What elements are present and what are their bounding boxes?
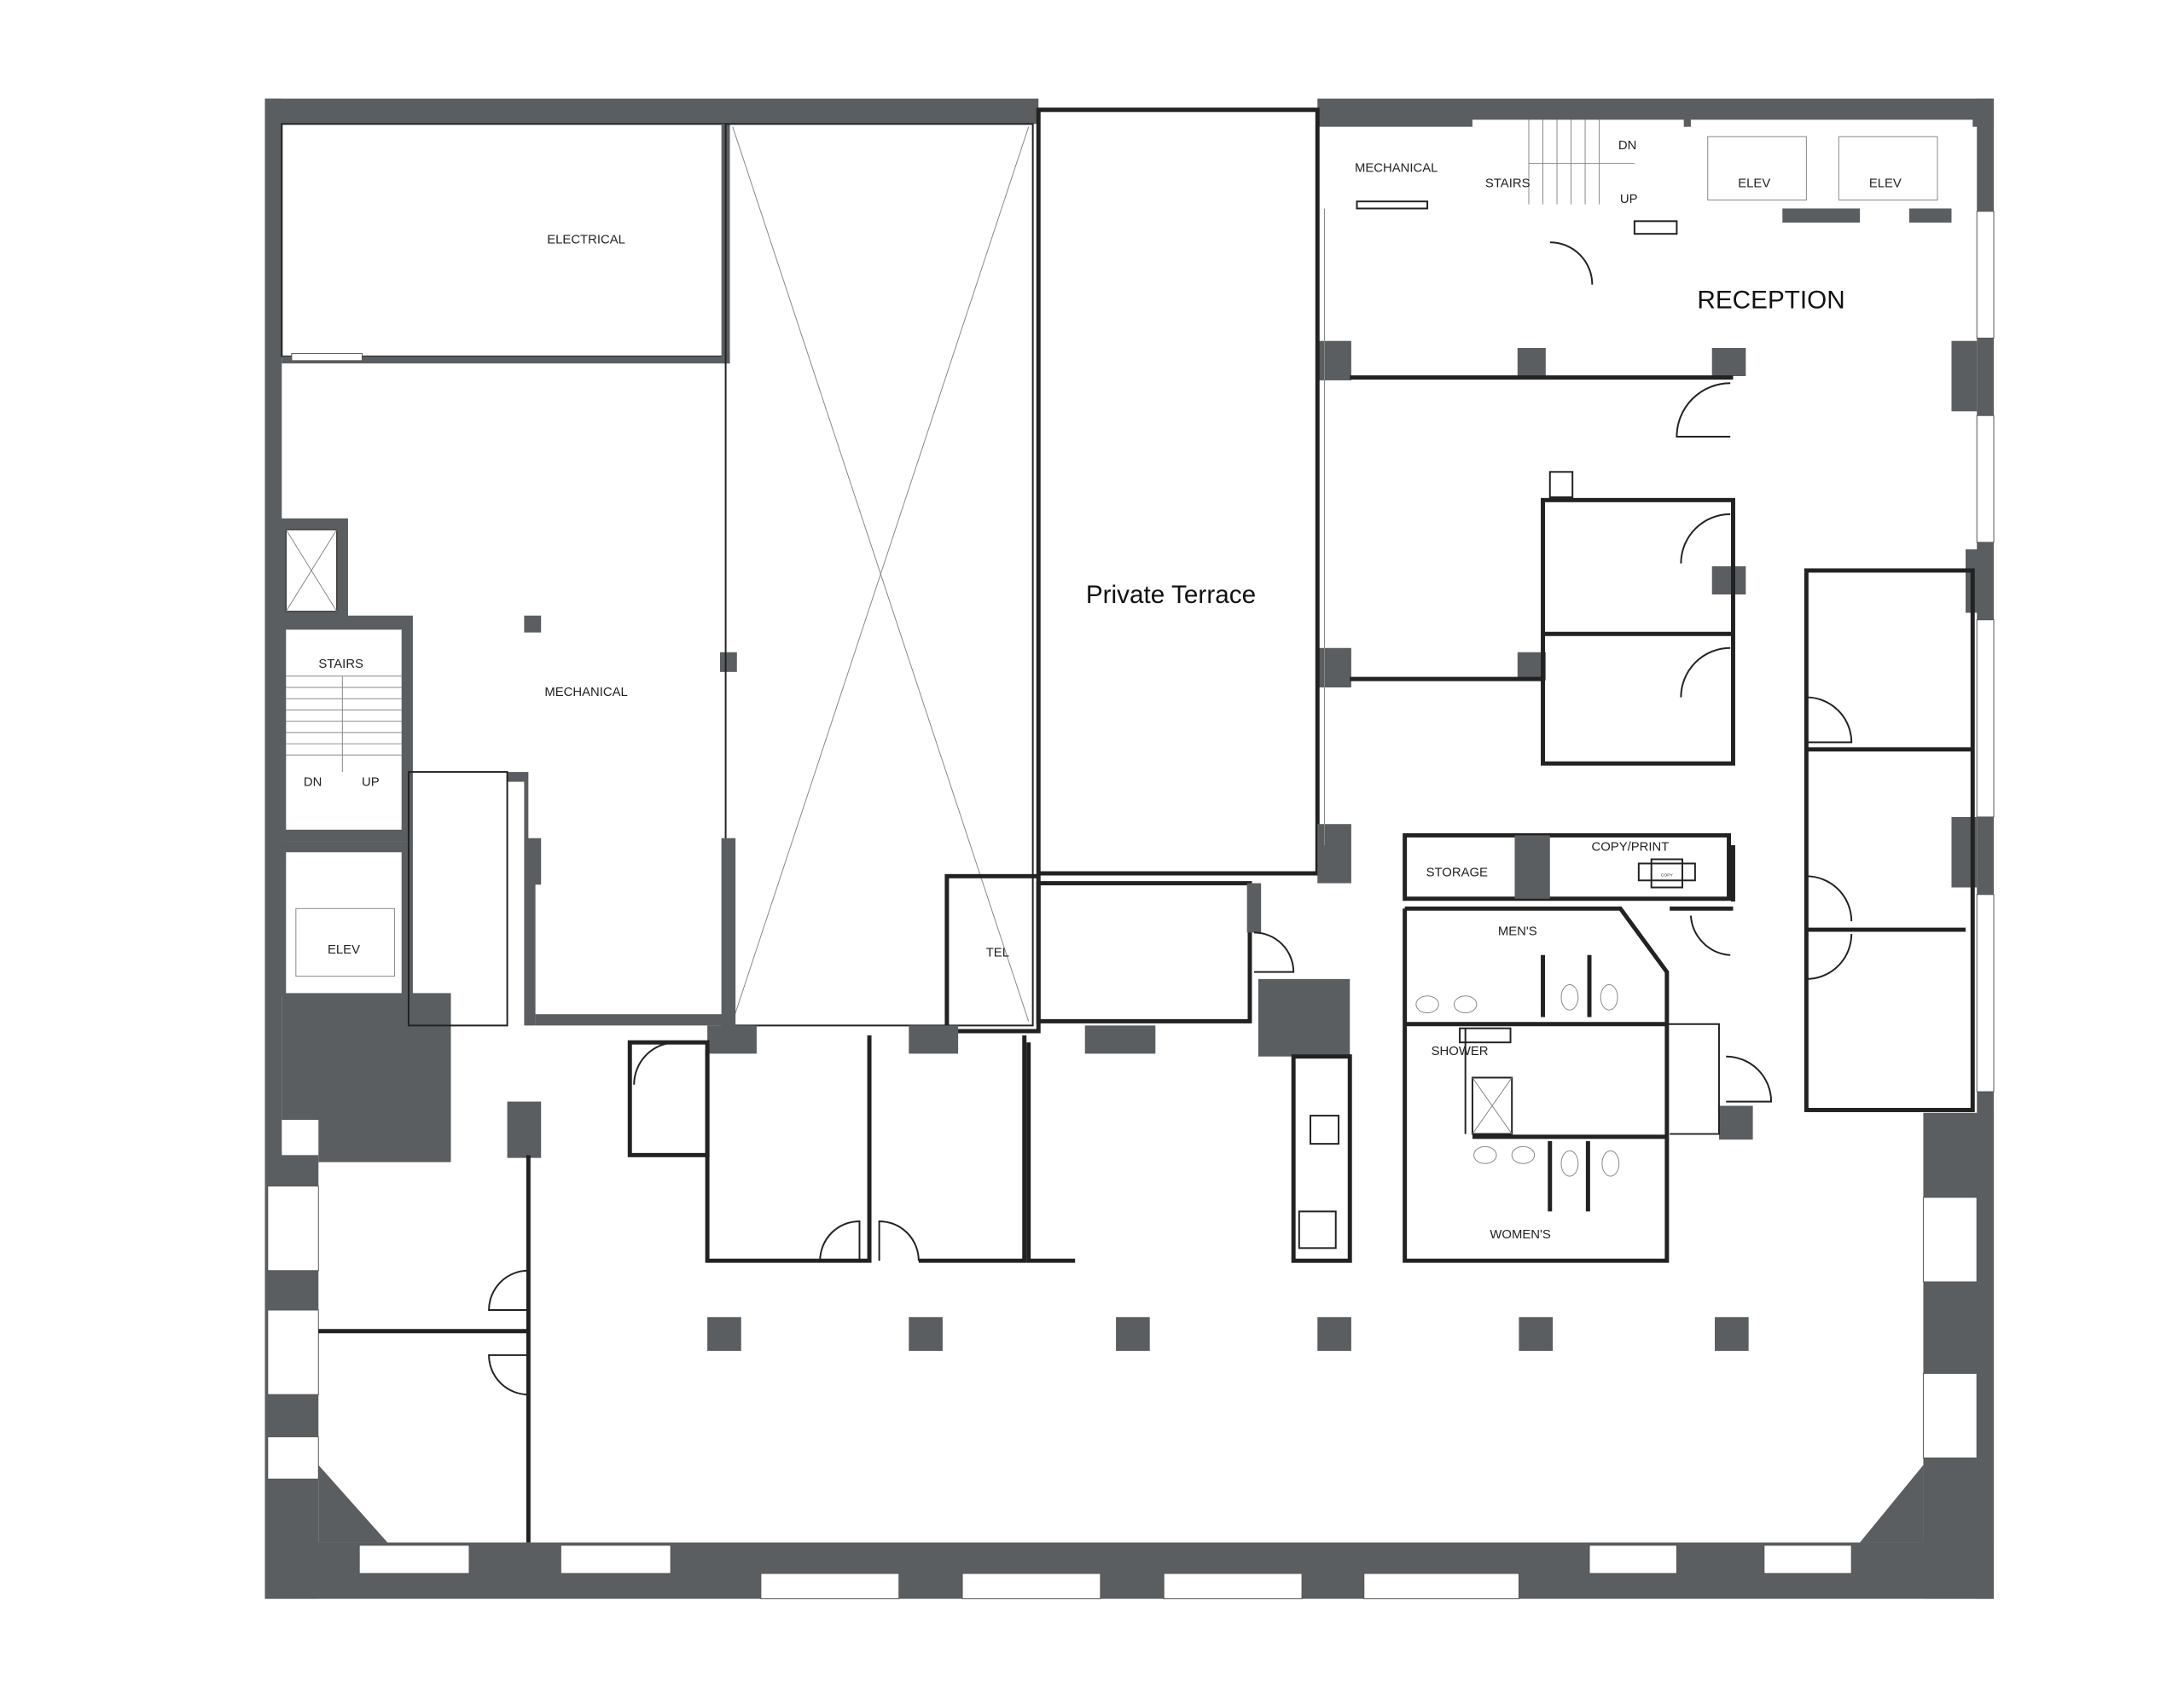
office-partitions <box>1324 208 1975 1112</box>
room-label-copy-print: COPY/PRINT <box>1592 841 1670 855</box>
room-label-elev-north-1: ELEV <box>1738 177 1770 191</box>
private-terrace-area <box>1036 107 1320 876</box>
room-label-mechanical-north: MECHANICAL <box>1355 162 1438 176</box>
room-label-elev-north-2: ELEV <box>1869 177 1902 191</box>
room-label-mechanical-west: MECHANICAL <box>544 686 627 699</box>
room-label-tel: TEL <box>986 946 1009 959</box>
room-label-electrical: ELECTRICAL <box>547 234 625 247</box>
stairs-north-up-label: UP <box>1620 193 1638 206</box>
west-core <box>275 123 1034 1029</box>
room-label-stairs-west: STAIRS <box>318 658 363 671</box>
room-label-elev-west: ELEV <box>328 943 360 957</box>
copier-label: COPY <box>1661 872 1674 878</box>
room-label-mens: MEN'S <box>1498 925 1537 939</box>
stairs-west-up-label: UP <box>362 776 380 790</box>
restroom-block <box>1403 832 1773 1263</box>
columns <box>507 340 1980 1351</box>
windows <box>267 211 1995 1600</box>
room-label-shower: SHOWER <box>1432 1045 1489 1058</box>
room-label-reception: RECEPTION <box>1697 287 1844 315</box>
room-label-stairs-north: STAIRS <box>1485 177 1531 191</box>
room-label-storage: STORAGE <box>1426 866 1488 879</box>
center-partitions <box>318 824 1352 1543</box>
room-label-private-terrace: Private Terrace <box>1086 581 1256 609</box>
stairs-north-dn-label: DN <box>1618 139 1636 153</box>
room-label-womens: WOMEN'S <box>1490 1228 1550 1242</box>
stairs-west-dn-label: DN <box>304 776 322 790</box>
north-core <box>1345 119 1973 235</box>
